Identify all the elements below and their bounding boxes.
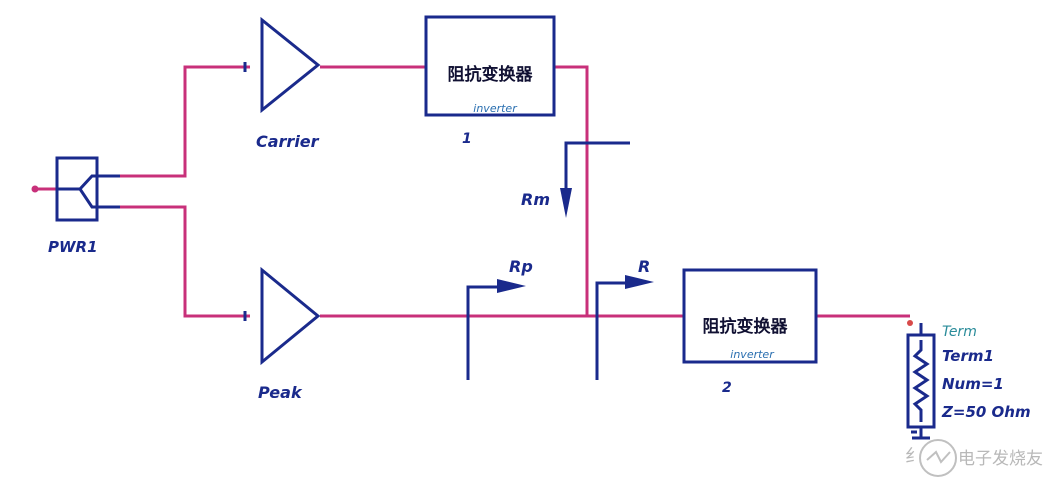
splitter-branch-bottom [78, 188, 120, 209]
probe-r: R [595, 257, 654, 380]
peak-amp-triangle [260, 266, 321, 366]
resistor-zigzag-icon [912, 340, 930, 422]
impedance-inverter-2: 阻抗变换器 inverter 2 [682, 268, 818, 396]
splitter-branch-top [57, 174, 120, 191]
probe-rp-arrow-icon [497, 279, 526, 293]
input-port-dot [31, 185, 39, 193]
probe-rm-line [564, 141, 630, 205]
inverter1-box [424, 15, 556, 117]
probe-r-line [595, 281, 640, 380]
watermark-logo-icon [919, 439, 957, 477]
probe-rp: Rp [466, 257, 533, 380]
inverter2-index: 2 [722, 380, 732, 396]
term-z-label: Z=50 Ohm [941, 403, 1031, 421]
term-num-label: Num=1 [942, 375, 1004, 393]
probe-rm-label: Rm [521, 190, 550, 209]
term-type-label: Term [942, 324, 977, 340]
inverter2-box [682, 268, 818, 364]
probe-rp-line [466, 285, 512, 380]
term-port-dot [907, 320, 913, 326]
splitter-label: PWR1 [48, 238, 98, 256]
power-splitter: PWR1 [48, 156, 120, 256]
impedance-inverter-1: 阻抗变换器 inverter 1 [424, 15, 556, 147]
peak-input-wire [120, 205, 250, 318]
carrier-label: Carrier [256, 132, 320, 151]
inverter1-sublabel: inverter [473, 102, 518, 115]
peak-amplifier: Peak [243, 266, 321, 402]
watermark-logo-mark [926, 450, 951, 464]
inverter1-title: 阻抗变换器 [448, 64, 534, 85]
watermark: 纟 电子发烧友 [905, 439, 1043, 477]
inverter1-output-wire [554, 65, 589, 316]
carrier-input-wire [120, 65, 250, 178]
probe-rm-arrow-icon [560, 188, 572, 218]
peak-label: Peak [258, 383, 303, 402]
probe-r-label: R [638, 257, 650, 276]
inverter2-sublabel: inverter [730, 348, 775, 361]
probe-rp-label: Rp [509, 257, 533, 276]
signal-wires [31, 65, 913, 326]
watermark-partial-char: 纟 [905, 446, 923, 467]
probe-rm: Rm [521, 141, 630, 218]
inverter2-title: 阻抗变换器 [703, 316, 789, 337]
term-name-label: Term1 [942, 347, 994, 365]
watermark-text: 电子发烧友 [958, 449, 1043, 469]
termination: Term Term1 Num=1 Z=50 Ohm [906, 323, 1031, 440]
carrier-amp-triangle [260, 16, 321, 114]
inverter1-index: 1 [462, 131, 472, 147]
probe-r-arrow-icon [625, 275, 654, 289]
carrier-amplifier: Carrier [243, 16, 321, 151]
